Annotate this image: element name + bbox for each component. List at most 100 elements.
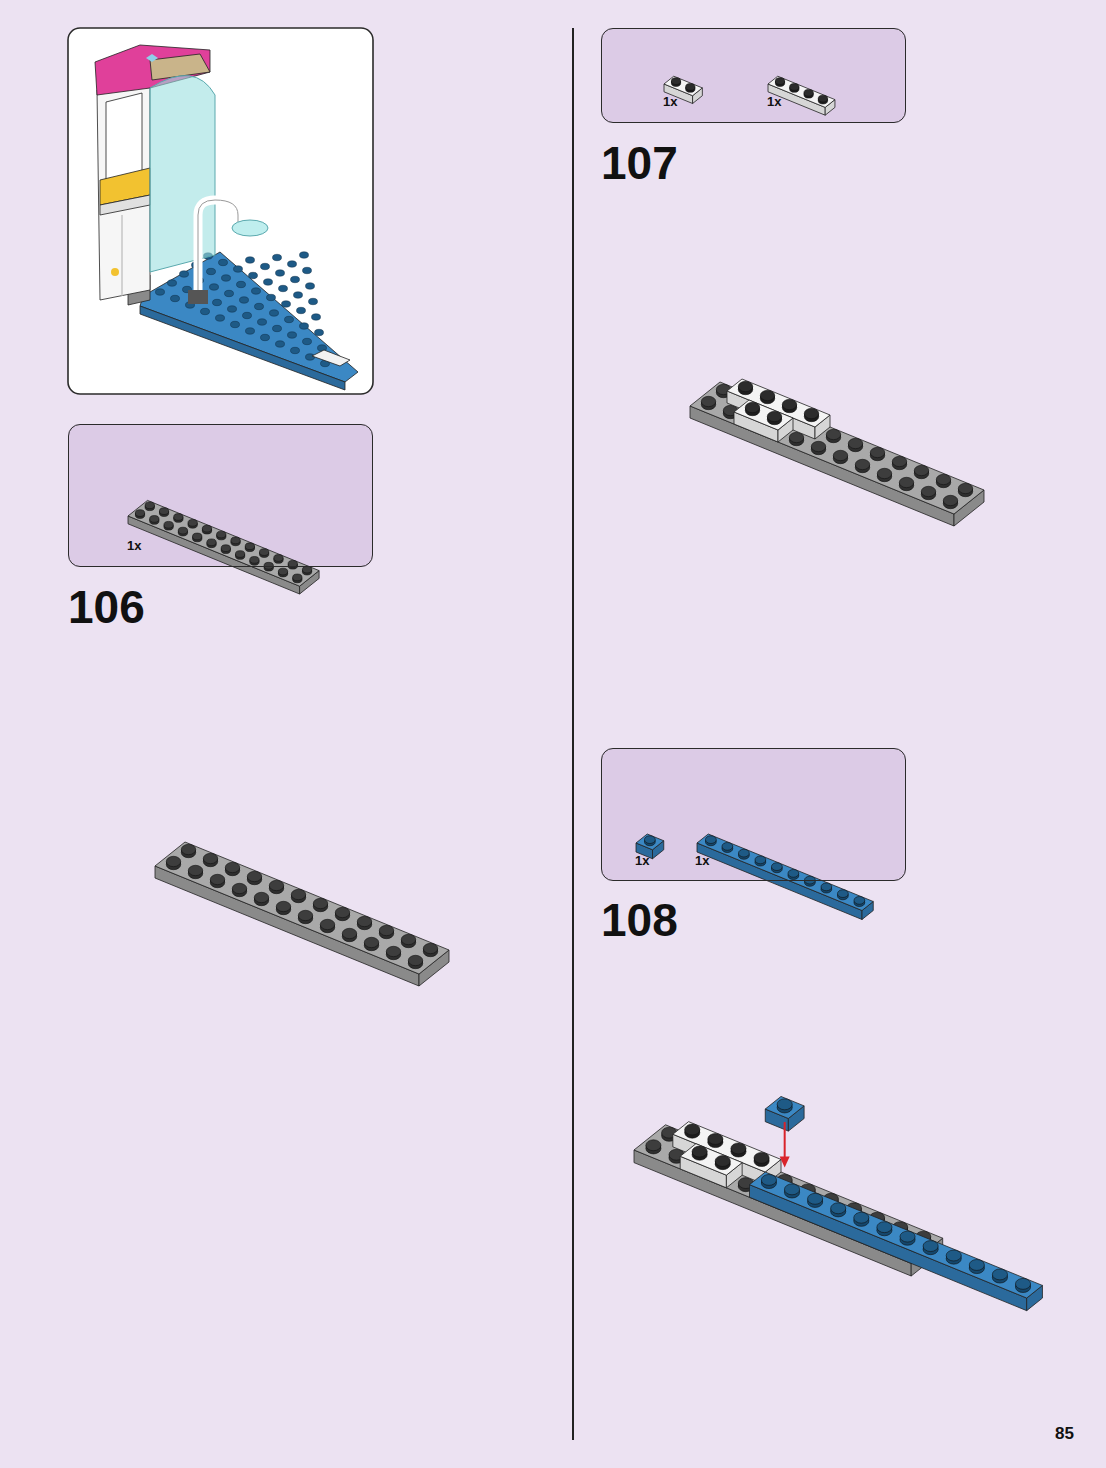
stud-top xyxy=(900,1231,915,1242)
stud-top xyxy=(254,892,268,902)
stud xyxy=(300,323,309,329)
stud xyxy=(312,314,321,320)
stud xyxy=(252,288,261,294)
stud xyxy=(213,299,222,305)
stud-top xyxy=(293,574,302,581)
stud xyxy=(315,329,324,335)
stud-top xyxy=(150,516,159,523)
stud-top xyxy=(722,842,733,850)
quantity-label: 1x xyxy=(127,538,141,553)
stud xyxy=(180,271,189,277)
stud-top xyxy=(899,477,913,487)
stud-top xyxy=(644,836,655,844)
stud-top xyxy=(992,1269,1007,1280)
stud xyxy=(288,261,297,267)
stud xyxy=(264,279,273,285)
stud-top xyxy=(276,901,290,911)
stud xyxy=(273,254,282,260)
stud-top xyxy=(174,514,183,521)
stud-top xyxy=(790,84,799,91)
lego-plate xyxy=(680,1144,742,1188)
plate-top xyxy=(765,1096,804,1118)
stud xyxy=(246,328,255,334)
base-plate-top xyxy=(140,252,358,382)
stud-top xyxy=(775,78,784,85)
stud-top xyxy=(745,402,759,412)
stud-top xyxy=(231,537,240,544)
stud-top xyxy=(923,1241,938,1252)
stud-top xyxy=(264,562,273,569)
plate-top xyxy=(697,834,873,911)
stud-top xyxy=(767,411,781,421)
stud-top xyxy=(188,865,202,875)
stud-top xyxy=(692,1146,707,1157)
stud-top xyxy=(870,447,884,457)
plate-top xyxy=(734,400,793,430)
stud-top xyxy=(837,890,848,898)
stud-top xyxy=(685,1124,700,1135)
page-number: 85 xyxy=(1055,1425,1074,1442)
stud-top xyxy=(245,543,254,550)
stud-top xyxy=(302,566,311,573)
stud-top xyxy=(782,399,796,409)
stud-top xyxy=(821,883,832,891)
lego-plate xyxy=(673,1122,781,1185)
stud-top xyxy=(193,533,202,540)
stud-top xyxy=(247,871,261,881)
stud-top xyxy=(738,849,749,857)
pipe xyxy=(198,200,238,295)
plate-top xyxy=(690,382,984,514)
panel-seam xyxy=(121,215,122,296)
stud-top xyxy=(715,1156,730,1167)
stud-top xyxy=(831,1203,846,1214)
stud xyxy=(240,297,249,303)
stud xyxy=(288,332,297,338)
stud-top xyxy=(250,556,259,563)
lego-plate xyxy=(128,500,319,594)
step-assemblies xyxy=(155,379,1042,1311)
transparent-panel xyxy=(150,76,215,272)
stud-top xyxy=(818,95,827,102)
quantity-label: 1x xyxy=(635,853,649,868)
stud-top xyxy=(771,863,782,871)
stud-top xyxy=(335,907,349,917)
stud-top xyxy=(754,1152,769,1163)
stud-top xyxy=(235,551,244,558)
stud-top xyxy=(701,396,715,406)
stud-top xyxy=(788,869,799,877)
stud-top xyxy=(833,450,847,460)
stud-top xyxy=(943,495,957,505)
plate-top xyxy=(155,842,449,974)
stud-top xyxy=(892,456,906,466)
stud-yellow xyxy=(111,268,119,276)
ledge xyxy=(100,195,150,215)
stud-top xyxy=(291,889,305,899)
stud xyxy=(306,354,315,360)
stud-top xyxy=(181,844,195,854)
stud-top xyxy=(936,474,950,484)
tower-front xyxy=(97,75,150,300)
stud xyxy=(234,266,243,272)
stud-top xyxy=(408,955,422,965)
stud xyxy=(222,275,231,281)
stud xyxy=(255,303,264,309)
pipe-base xyxy=(188,290,208,304)
stud xyxy=(261,334,270,340)
stud xyxy=(171,295,180,301)
stud-top xyxy=(855,459,869,469)
stud-top xyxy=(784,1184,799,1195)
lego-plate xyxy=(155,842,449,986)
stud-top xyxy=(646,1140,661,1151)
stud-top xyxy=(826,429,840,439)
stud-top xyxy=(217,531,226,538)
stud-top xyxy=(914,465,928,475)
stud xyxy=(156,289,165,295)
stud xyxy=(279,285,288,291)
lego-plate xyxy=(727,379,830,439)
stud-top xyxy=(731,1143,746,1154)
stud-top xyxy=(777,1099,792,1110)
stud-top xyxy=(278,568,287,575)
plate-top xyxy=(750,1172,1043,1298)
plate-top xyxy=(680,1144,742,1176)
